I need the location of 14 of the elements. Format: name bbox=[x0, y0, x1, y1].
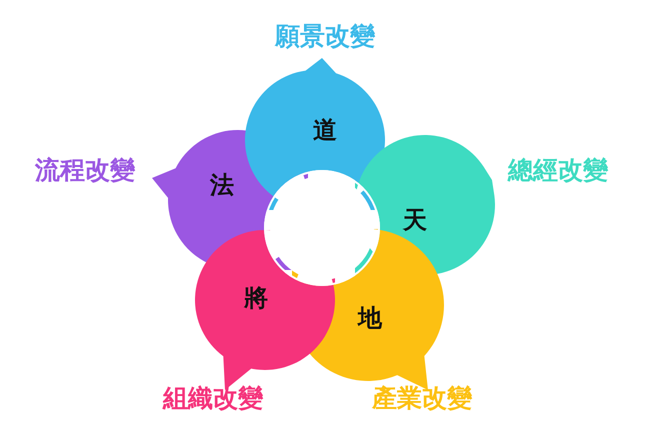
bubble-label: 總經改變 bbox=[508, 154, 608, 186]
bubble-character: 地 bbox=[358, 303, 382, 334]
bubble-character: 法 bbox=[210, 170, 234, 201]
bubble-character: 天 bbox=[403, 205, 427, 236]
bubble-label: 組織改變 bbox=[163, 382, 263, 414]
speech-bubble bbox=[245, 58, 385, 210]
bubble-label: 產業改變 bbox=[372, 382, 472, 414]
bubble-character: 將 bbox=[244, 283, 268, 314]
bubble-label: 願景改變 bbox=[275, 20, 375, 52]
bubble-label: 流程改變 bbox=[35, 154, 135, 186]
speech-bubble bbox=[152, 130, 308, 270]
bubble-character: 道 bbox=[313, 115, 337, 146]
speech-bubble bbox=[355, 135, 495, 275]
center-ring bbox=[263, 169, 381, 287]
